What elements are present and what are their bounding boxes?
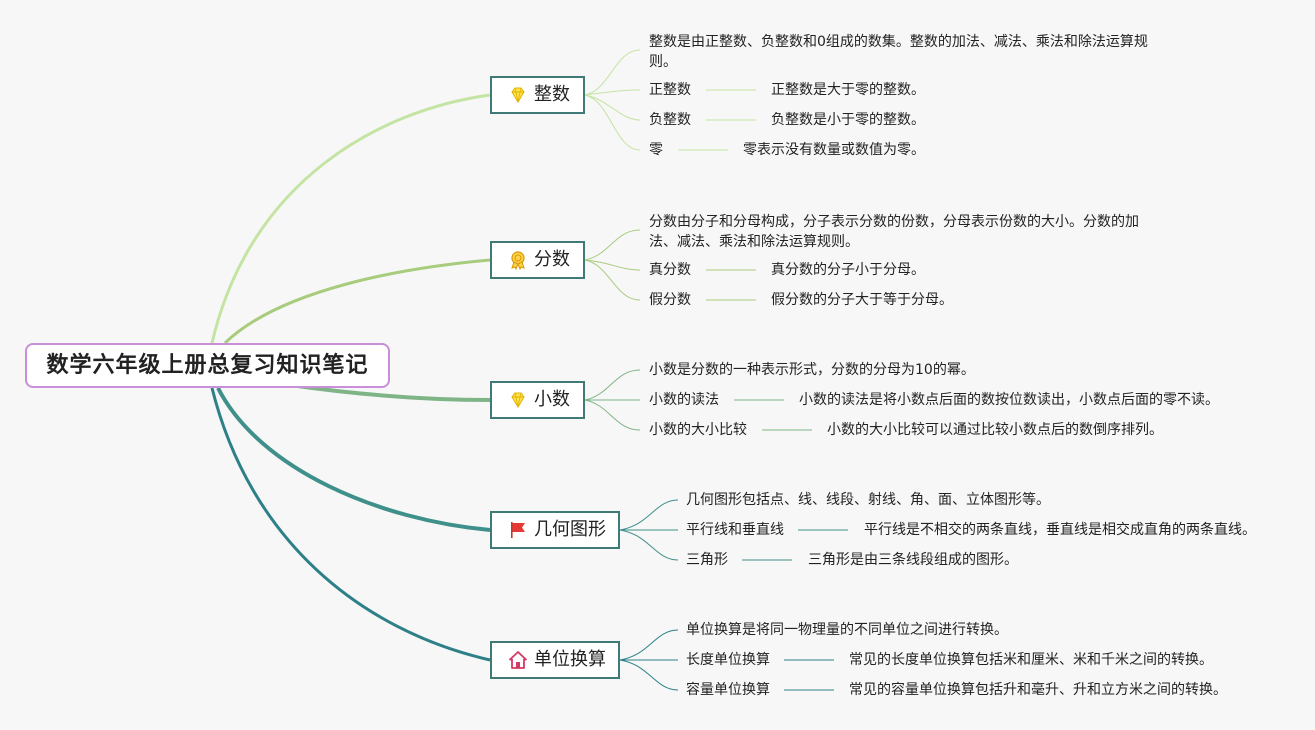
term-label: 长度单位换算 bbox=[686, 652, 770, 668]
branch-unit-conversion[interactable]: 单位换算 bbox=[490, 641, 620, 679]
branch-label: 小数 bbox=[534, 389, 570, 410]
branch-label: 几何图形 bbox=[534, 519, 606, 540]
link-root-geometry bbox=[216, 387, 491, 532]
branch-label: 分数 bbox=[534, 249, 570, 270]
link-unit-definition bbox=[619, 629, 679, 661]
house-icon bbox=[509, 651, 527, 669]
branch-decimal[interactable]: 小数 bbox=[490, 381, 585, 419]
term-label: 正整数 bbox=[649, 82, 691, 98]
link-integer-positive bbox=[584, 89, 641, 96]
link-decimal-compare bbox=[584, 399, 641, 431]
term-label: 真分数 bbox=[649, 262, 691, 278]
term-description: 三角形是由三条线段组成的图形。 bbox=[808, 552, 1018, 568]
link-root-unit bbox=[210, 387, 491, 662]
term-label: 小数的大小比较 bbox=[649, 422, 747, 438]
term-description: 零表示没有数量或数值为零。 bbox=[743, 142, 925, 158]
term-description: 正整数是大于零的整数。 bbox=[771, 82, 925, 98]
link-root-decimal bbox=[289, 383, 491, 402]
flag-icon bbox=[511, 522, 525, 538]
term-label: 假分数 bbox=[649, 292, 691, 308]
link-root-integer bbox=[210, 93, 491, 344]
branch-geometry[interactable]: 几何图形 bbox=[490, 511, 620, 549]
link-root-fraction bbox=[223, 258, 491, 345]
diamond-icon bbox=[511, 392, 525, 408]
medal-icon bbox=[511, 251, 525, 270]
link-geometry-definition bbox=[619, 499, 679, 531]
term-label: 容量单位换算 bbox=[686, 682, 770, 698]
link-fraction-proper bbox=[584, 259, 641, 271]
link-geometry-triangle bbox=[619, 529, 679, 561]
term-description: 假分数的分子大于等于分母。 bbox=[771, 292, 953, 308]
term-label: 小数的读法 bbox=[649, 392, 719, 408]
definition-text: 单位换算是将同一物理量的不同单位之间进行转换。 bbox=[686, 622, 1008, 638]
term-description: 常见的长度单位换算包括米和厘米、米和千米之间的转换。 bbox=[849, 652, 1213, 668]
term-label: 平行线和垂直线 bbox=[686, 522, 784, 538]
diamond-icon bbox=[511, 87, 525, 103]
link-fraction-definition bbox=[584, 229, 641, 261]
term-description: 真分数的分子小于分母。 bbox=[771, 262, 925, 278]
link-integer-negative bbox=[584, 94, 641, 121]
term-description: 负整数是小于零的整数。 bbox=[771, 112, 925, 128]
term-label: 三角形 bbox=[686, 552, 728, 568]
branch-label: 整数 bbox=[534, 84, 570, 105]
term-description: 小数的读法是将小数点后面的数按位数读出，小数点后面的零不读。 bbox=[799, 392, 1219, 408]
link-unit-volume bbox=[619, 659, 679, 691]
root-topic[interactable]: 数学六年级上册总复习知识笔记 bbox=[25, 343, 390, 388]
definition-text: 整数是由正整数、负整数和0组成的数集。整数的加法、减法、乘法和除法运算规则。 bbox=[649, 34, 1148, 70]
definition-text: 几何图形包括点、线、线段、射线、角、面、立体图形等。 bbox=[686, 492, 1050, 508]
term-description: 平行线是不相交的两条直线，垂直线是相交成直角的两条直线。 bbox=[864, 522, 1256, 538]
branch-label: 单位换算 bbox=[534, 649, 606, 670]
term-description: 常见的容量单位换算包括升和毫升、升和立方米之间的转换。 bbox=[849, 682, 1227, 698]
term-label: 零 bbox=[649, 142, 663, 158]
branch-fraction[interactable]: 分数 bbox=[490, 241, 585, 279]
term-label: 负整数 bbox=[649, 112, 691, 128]
link-decimal-definition bbox=[584, 369, 641, 401]
link-integer-definition bbox=[584, 49, 641, 96]
definition-text: 小数是分数的一种表示形式，分数的分母为10的幂。 bbox=[649, 362, 975, 378]
definition-text: 分数由分子和分母构成，分子表示分数的份数，分母表示份数的大小。分数的加法、减法、… bbox=[649, 214, 1139, 250]
link-integer-zero bbox=[584, 94, 641, 151]
term-description: 小数的大小比较可以通过比较小数点后的数倒序排列。 bbox=[827, 422, 1163, 438]
branch-integer[interactable]: 整数 bbox=[490, 76, 585, 114]
link-fraction-improper bbox=[584, 259, 641, 301]
